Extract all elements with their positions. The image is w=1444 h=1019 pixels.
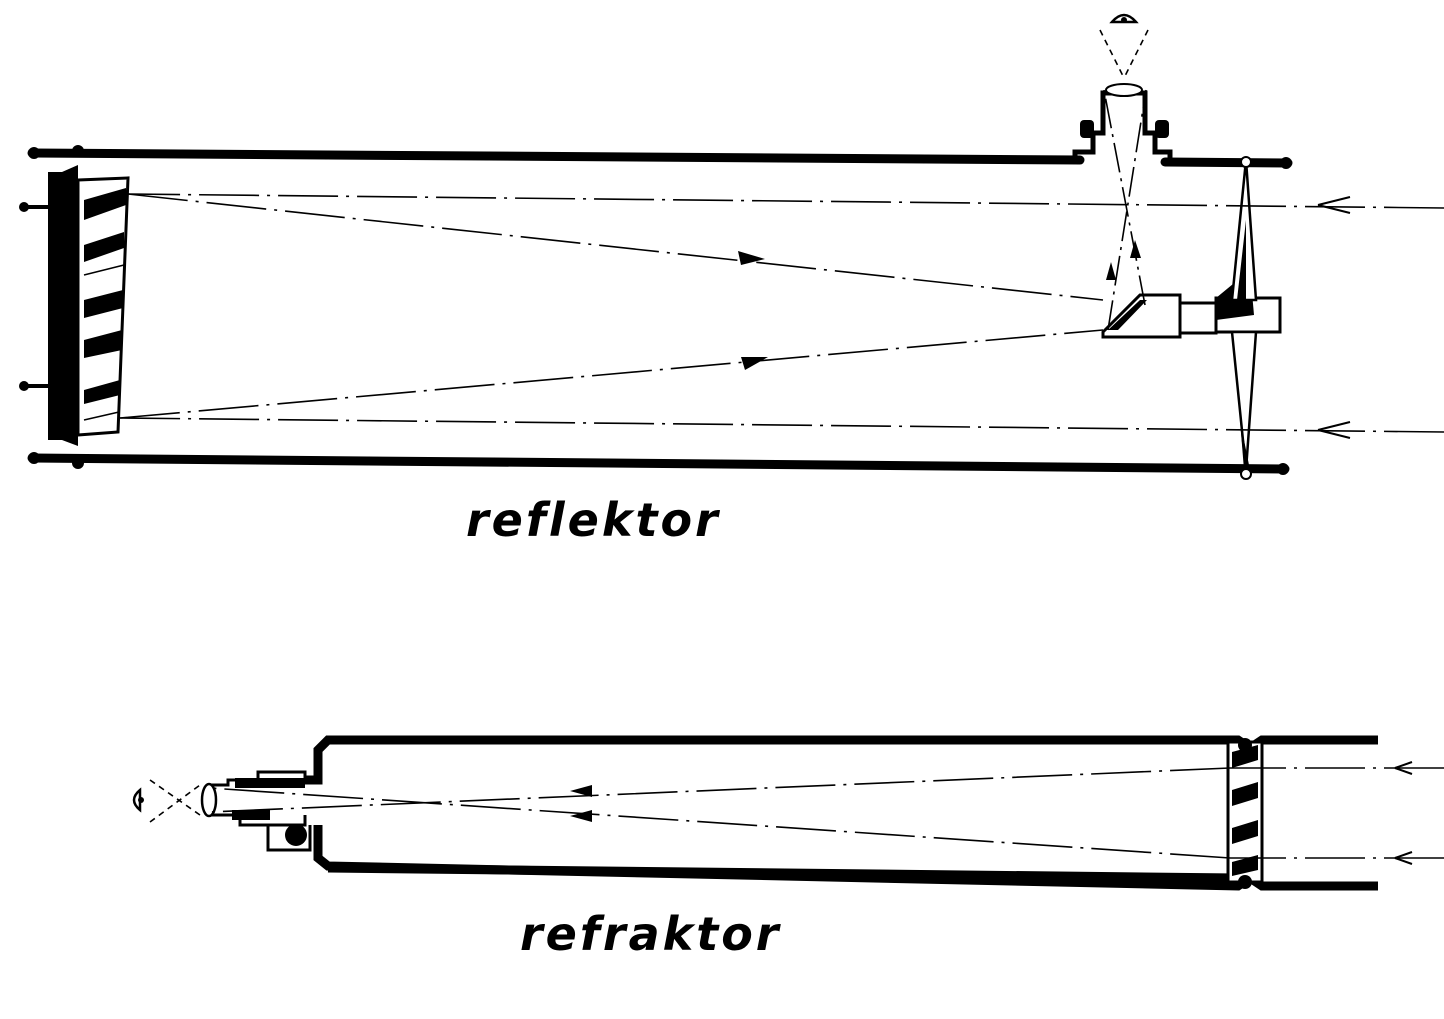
primary-mirror xyxy=(19,145,130,469)
reflector-label: reflektor xyxy=(466,493,721,547)
refractor-light-rays xyxy=(209,761,1444,865)
refractor-label: refraktor xyxy=(520,907,782,961)
eye-icon xyxy=(1099,13,1149,79)
secondary-mirror xyxy=(1101,156,1282,480)
reflector-tube xyxy=(27,147,1293,475)
reflector-focuser xyxy=(1072,83,1173,162)
reflector-light-rays xyxy=(119,89,1444,439)
objective-lens xyxy=(1226,738,1264,889)
refractor-tube xyxy=(305,735,1378,891)
refractor-telescope: refraktor xyxy=(132,735,1444,961)
refractor-eyepiece xyxy=(200,770,312,852)
reflector-telescope: reflektor xyxy=(19,13,1444,547)
eye-icon xyxy=(132,779,201,823)
